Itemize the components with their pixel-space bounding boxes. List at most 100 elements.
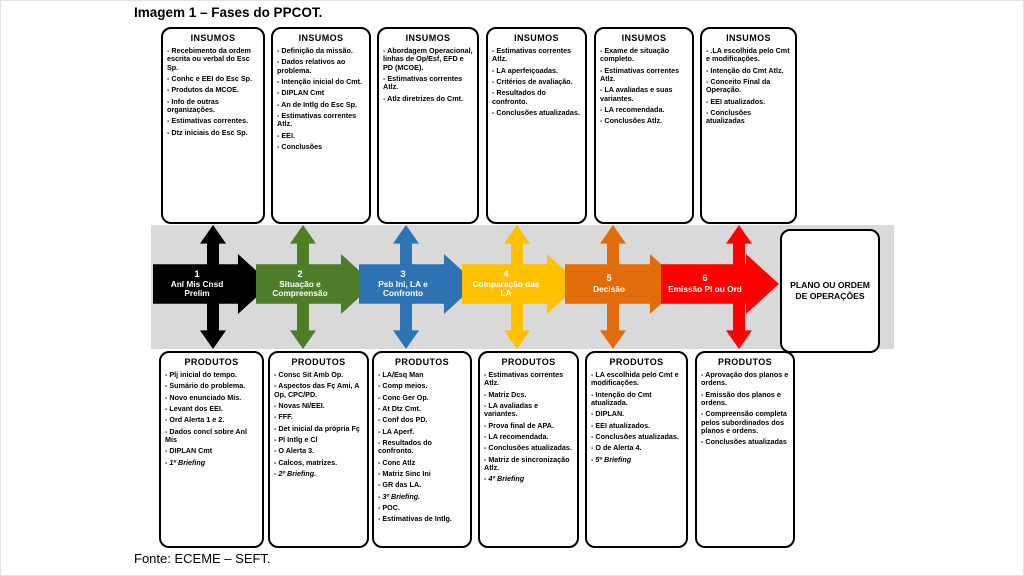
produtos-item: - Compreensão completa pelos subordinado…: [701, 409, 787, 436]
phase-label: Anl Mis Cnsd Prelim: [170, 279, 224, 299]
insumos-item: - Exame de situação completo.: [600, 46, 670, 64]
produtos-item: - Aspectos das Fç Ami, A Op, CPC/PD.: [274, 381, 360, 399]
insumos-box-3: INSUMOS - Abordagem Operacional, linhas d…: [377, 27, 479, 224]
produtos-item: - FFF.: [274, 412, 293, 422]
insumos-header: INSUMOS: [726, 33, 771, 43]
insumos-item: - Intenção inicial do Cmt.: [277, 77, 363, 87]
produtos-item: - At Dtz Cmt.: [378, 404, 421, 414]
produtos-box-5: PRODUTOS - LA escolhida pelo Cmt e modifi…: [585, 351, 688, 548]
produtos-item: - Conclusões atualizadas.: [484, 443, 572, 453]
insumos-item: - Definição da missão.: [277, 46, 353, 55]
produtos-item: - 5º Briefing: [591, 454, 632, 464]
produtos-item: - LA Aperf.: [378, 426, 415, 436]
produtos-header: PRODUTOS: [184, 357, 239, 367]
produtos-item: - Conc Atlz: [378, 457, 416, 467]
produtos-item: - POC.: [378, 503, 400, 513]
produtos-header: PRODUTOS: [609, 357, 664, 367]
produtos-item: - Intenção do Cmt atualizada.: [591, 389, 652, 408]
produtos-box-1: PRODUTOS- Plj inicial do tempo.- Sumário…: [159, 351, 264, 548]
insumos-header: INSUMOS: [621, 33, 667, 43]
insumos-item: - LA aperfeiçoadas.: [492, 65, 559, 75]
produtos-header: PRODUTOS: [501, 357, 556, 367]
produtos-item: - Conc Ger Op.: [378, 392, 429, 402]
phase-number: 3: [400, 268, 406, 280]
produtos-item: - Matriz de sincronização Atlz.: [484, 454, 570, 473]
insumos-item: - Estimativas correntes Atlz.: [600, 65, 680, 84]
phase-number: 5: [606, 273, 612, 285]
produtos-header: PRODUTOS: [394, 357, 450, 367]
produtos-header: PRODUTOS: [291, 357, 346, 367]
insumos-item: - Critérios de avaliação.: [492, 77, 573, 87]
final-box-label: PLANO OU ORDEM DE OPERAÇÕES: [790, 280, 870, 301]
produtos-item: - LA escolhida pelo Cmt e modificações.: [591, 370, 679, 388]
phase-number: 2: [297, 268, 303, 280]
phase-label: Psb Ini, LA e Confronto: [378, 279, 428, 299]
insumos-item: - Dados relativos ao problema.: [277, 57, 346, 75]
insumos-item: - Dtz iniciais do Esc Sp.: [167, 127, 248, 137]
produtos-item: - 4º Briefing: [484, 474, 525, 484]
insumos-item: - Conclusões: [277, 142, 323, 152]
produtos-header: PRODUTOS: [717, 357, 773, 367]
produtos-item: - Matriz Sinc Ini: [378, 469, 431, 479]
produtos-item: - Resultados do confronto.: [378, 438, 432, 456]
insumos-item: - Info de outras organizações.: [167, 96, 219, 115]
produtos-item: - Estimativas correntes Atlz.: [484, 370, 564, 388]
produtos-item: - LA/Esq Man: [378, 370, 424, 379]
produtos-item: - O Alerta 3.: [274, 446, 315, 456]
produtos-item: - Aprovação dos planos e ordens.: [701, 370, 789, 388]
insumos-item: - EEI.: [277, 130, 295, 140]
insumos-header: INSUMOS: [190, 33, 236, 43]
insumos-item: - DIPLAN Cmt: [277, 88, 325, 98]
produtos-box-2: PRODUTOS- Consc Sit Amb Op.- Aspectos da…: [268, 351, 369, 548]
produtos-item: - O de Alerta 4.: [591, 443, 642, 453]
produtos-item: - Pl Intlg e Cl: [274, 435, 318, 445]
phase-label: Comparação das LA: [472, 279, 540, 299]
produtos-item: - Levant dos EEI.: [165, 404, 223, 414]
produtos-item: - Det inicial da própria Fç: [274, 423, 360, 433]
insumos-item: - Abordagem Operacional, linhas de Op/Es…: [383, 46, 473, 72]
produtos-item: - Comp meios.: [378, 381, 428, 391]
produtos-item: - DIPLAN.: [591, 409, 625, 419]
insumos-box-2: INSUMOS- Definição da missão.- Dados rel…: [271, 27, 371, 224]
insumos-item: - Conclusões atualizadas.: [492, 108, 580, 118]
produtos-item: - Emissão dos planos e ordens.: [701, 389, 781, 408]
insumos-item: - LA recomendada.: [600, 105, 665, 115]
produtos-box-6: PRODUTOS - Aprovação dos planos e ordens.…: [695, 351, 795, 548]
insumos-item: - Intenção do Cmt Atlz.: [706, 65, 784, 75]
produtos-item: - Conclusões atualizadas: [701, 437, 787, 447]
produtos-item: - GR das LA.: [378, 480, 422, 490]
produtos-item: - DIPLAN Cmt: [165, 446, 213, 456]
final-box-plan: PLANO OU ORDEM DE OPERAÇÕES: [780, 229, 880, 353]
insumos-header: INSUMOS: [405, 33, 451, 43]
produtos-item: - Prova final de APA.: [484, 420, 554, 430]
produtos-item: - Conclusões atualizadas.: [591, 432, 679, 442]
insumos-item: - Atlz diretrizes do Cmt.: [383, 93, 463, 103]
produtos-item: - Matriz Dcs.: [484, 389, 527, 399]
insumos-item: - An de Intlg do Esc Sp.: [277, 99, 357, 109]
insumos-item: - Conclusões atualizadas: [706, 108, 752, 126]
produtos-item: - LA avaliadas e variantes.: [484, 401, 539, 419]
produtos-item: - Novo enunciado Mis.: [165, 392, 242, 402]
insumos-item: - Recebimento da ordem escrita ou verbal…: [167, 46, 251, 72]
page-title: Imagem 1 – Fases do PPCOT.: [134, 5, 323, 20]
produtos-item: - Sumário do problema.: [165, 381, 246, 391]
insumos-box-1: INSUMOS - Recebimento da ordem escrita ou…: [161, 27, 265, 224]
phase-label: Situação e Compreensão: [272, 279, 328, 299]
produtos-box-4: PRODUTOS- Estimativas correntes Atlz.- M…: [478, 351, 579, 548]
produtos-item: - EEI atualizados.: [591, 420, 651, 430]
insumos-box-6: INSUMOS- .LA escolhida pelo Cmt e modifi…: [700, 27, 797, 224]
produtos-item: - Novas NI/EEI.: [274, 401, 325, 411]
produtos-item: - Ord Alerta 1 e 2.: [165, 415, 225, 425]
insumos-item: - LA avaliadas e suas variantes.: [600, 85, 673, 103]
insumos-box-4: INSUMOS- Estimativas correntes Atlz.- LA…: [486, 27, 587, 224]
insumos-header: INSUMOS: [514, 33, 559, 43]
insumos-box-5: INSUMOS - Exame de situação completo.- Es…: [594, 27, 694, 224]
insumos-item: - EEI atualizados.: [706, 96, 766, 106]
produtos-item: - 3º Briefing.: [378, 491, 421, 501]
insumos-item: - Resultados do confronto.: [492, 88, 546, 106]
insumos-item: - Estimativas correntes.: [167, 116, 249, 126]
produtos-item: - Dados concl sobre Anl Mis: [165, 426, 248, 445]
phase-label: Decisão: [593, 283, 625, 294]
produtos-item: - 1º Briefing: [165, 457, 206, 467]
